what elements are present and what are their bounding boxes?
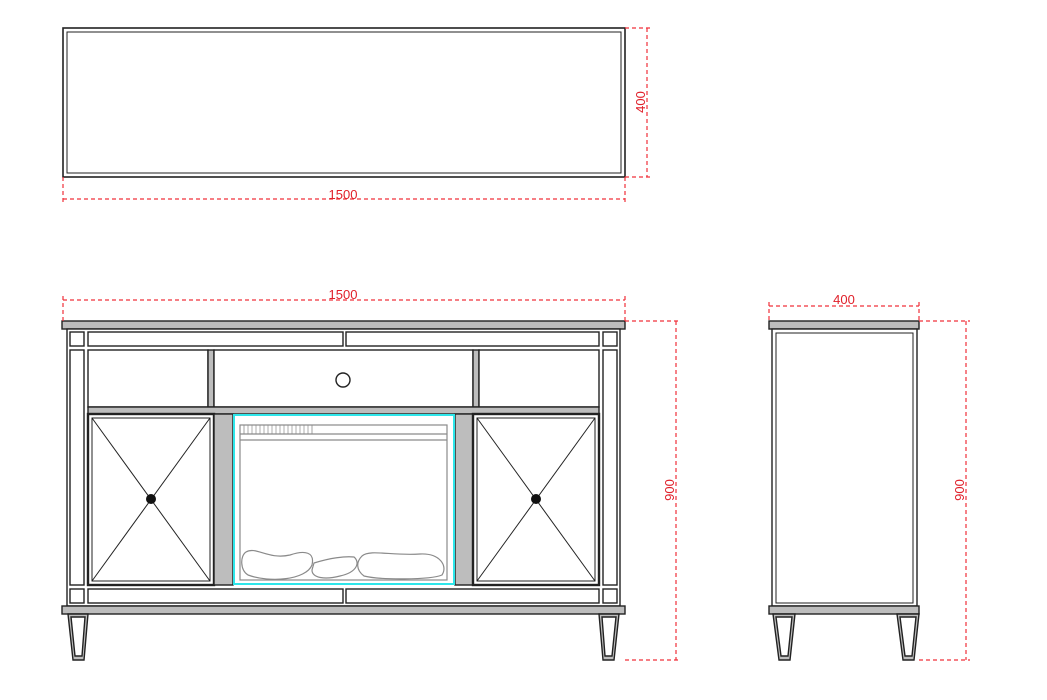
fireplace-logs: [241, 550, 445, 580]
heater-vent: [243, 424, 313, 435]
front-width-label: 1500: [329, 287, 358, 302]
door-knob-icon[interactable]: [531, 494, 541, 504]
side-depth-label: 400: [833, 292, 855, 307]
top-slab: [61, 320, 626, 330]
base-slab: [61, 605, 626, 615]
side-view: 400 900: [768, 292, 970, 661]
front-height-label: 900: [662, 479, 677, 501]
cable-hole-icon: [335, 372, 351, 388]
top-width-label: 1500: [329, 187, 358, 202]
top-depth-label: 400: [633, 91, 648, 113]
side-height-label: 900: [952, 479, 967, 501]
top-view: 1500 400: [62, 27, 651, 203]
front-view: 1500 900: [61, 287, 680, 661]
fireplace-insert: [233, 414, 455, 585]
door-knob-icon[interactable]: [146, 494, 156, 504]
